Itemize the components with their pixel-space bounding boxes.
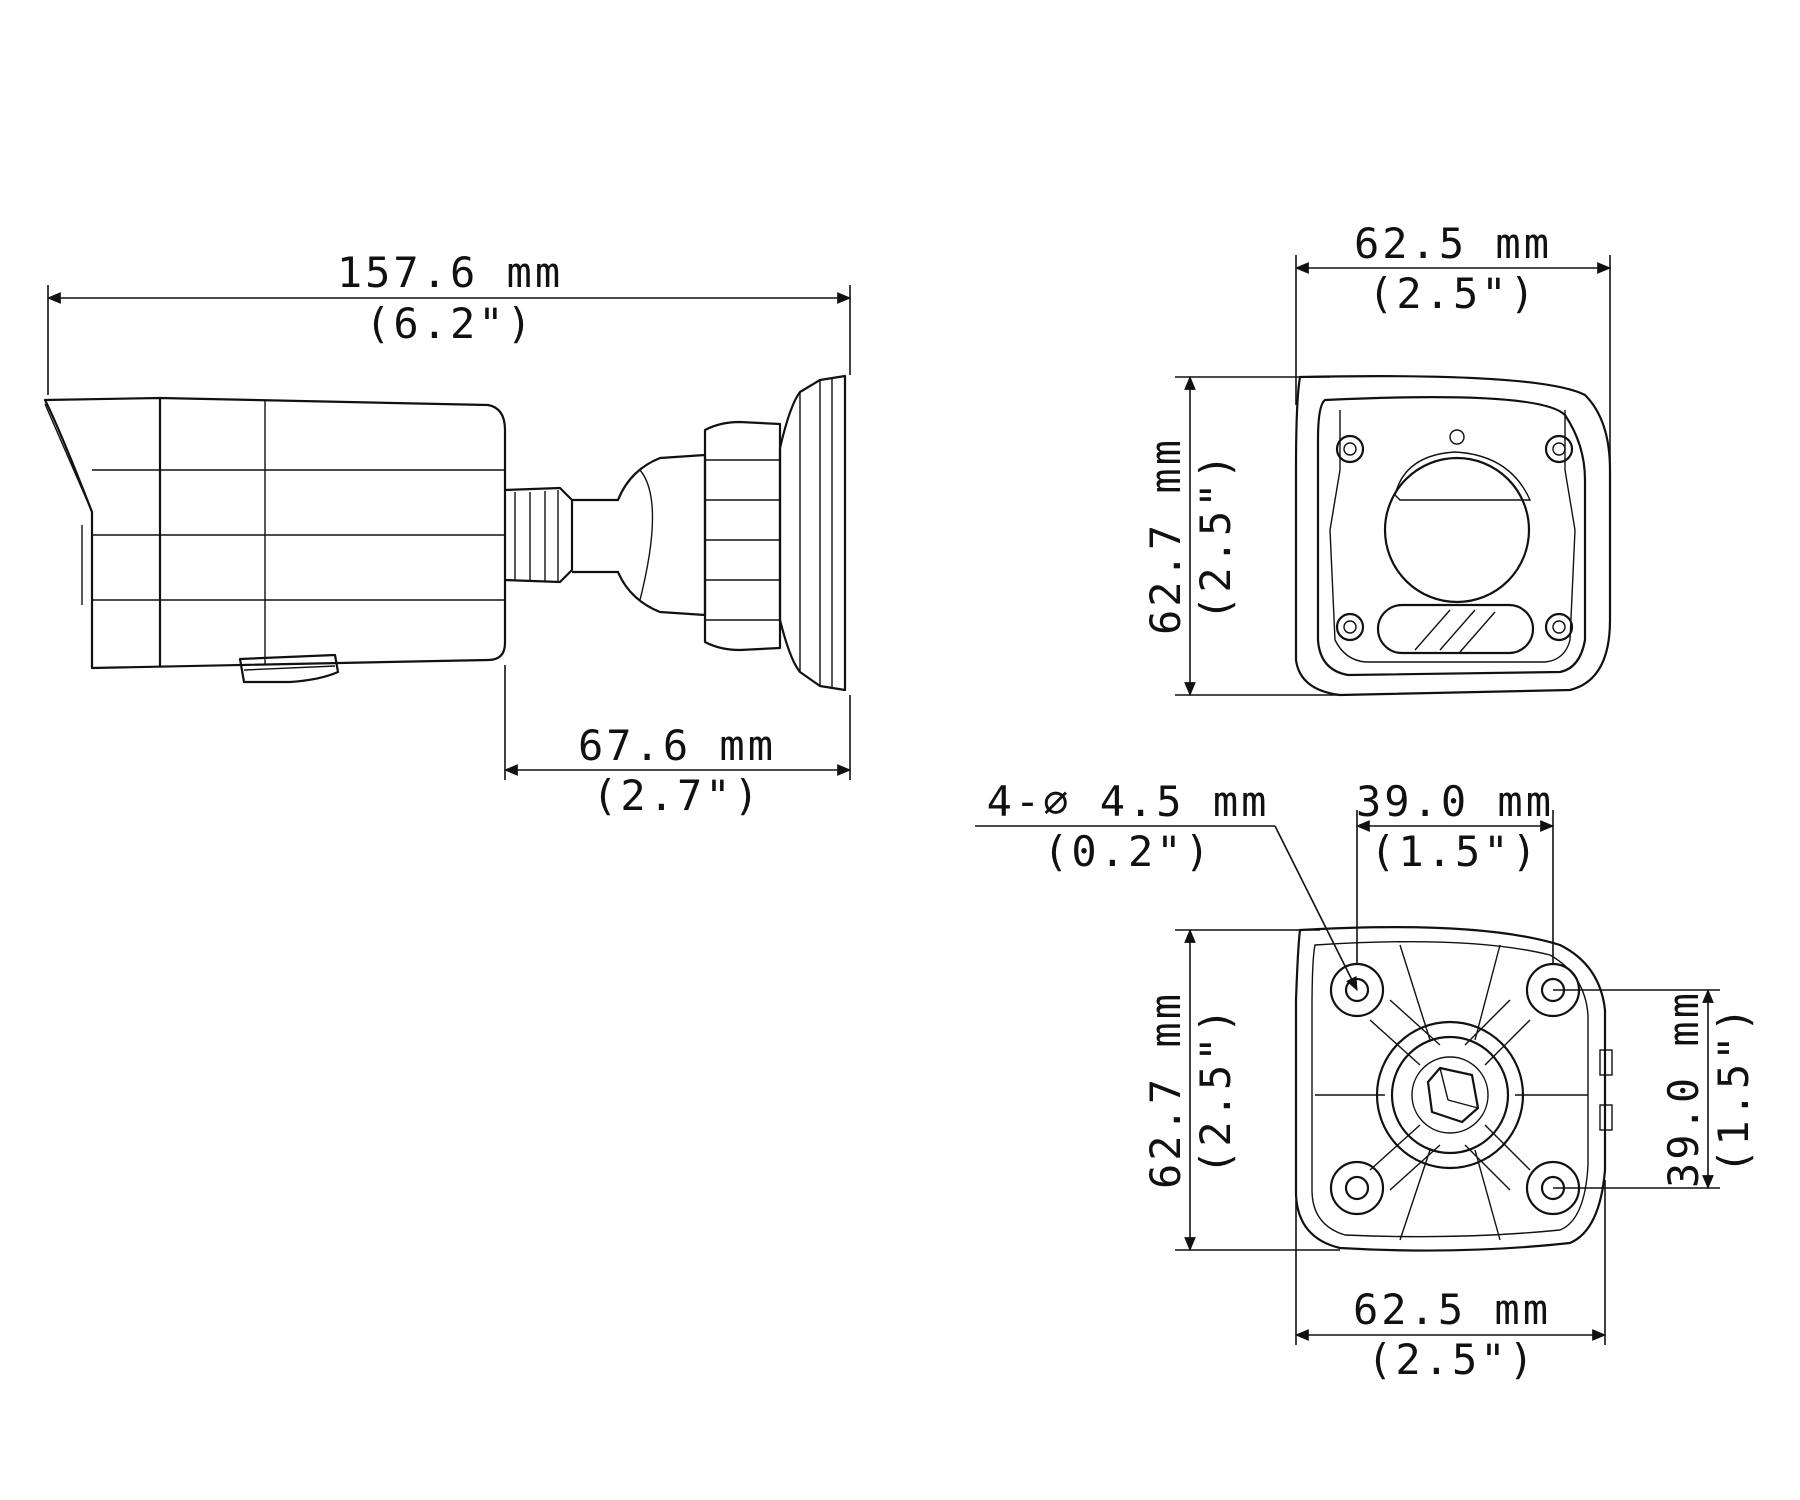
front-width-dimension: 62.5 mm (2.5"): [1294, 219, 1612, 460]
front-height-inch-label: (2.5"): [1191, 451, 1240, 621]
base-width-dimension: 62.5 mm (2.5"): [1294, 1180, 1607, 1384]
hole-spacing-vertical-dimension: 39.0 mm (1.5"): [1553, 988, 1758, 1190]
base-height-dimension: 62.7 mm (2.5"): [1141, 928, 1340, 1252]
base-width-mm-label: 62.5 mm: [1353, 1285, 1551, 1334]
base-height-inch-label: (2.5"): [1191, 1005, 1240, 1175]
mount-depth-inch-label: (2.7"): [592, 771, 762, 820]
base-width-inch-label: (2.5"): [1367, 1335, 1537, 1384]
overall-length-mm-label: 157.6 mm: [337, 248, 563, 297]
hole-spacing-horizontal-dimension: 39.0 mm (1.5"): [1355, 777, 1555, 965]
mount-base-outline: [1294, 926, 1613, 1252]
front-height-mm-label: 62.7 mm: [1141, 437, 1190, 635]
mount-neck-outline: [504, 453, 707, 617]
mount-depth-mm-label: 67.6 mm: [578, 721, 776, 770]
hole-spacing-horizontal-mm-label: 39.0 mm: [1356, 777, 1554, 826]
front-width-inch-label: (2.5"): [1368, 269, 1538, 318]
hole-spec-mm-label: 4-⌀ 4.5 mm: [987, 777, 1270, 826]
overall-length-dimension: 157.6 mm (6.2"): [46, 248, 852, 395]
base-height-mm-label: 62.7 mm: [1141, 991, 1190, 1189]
mount-depth-dimension: 67.6 mm (2.7"): [503, 665, 852, 820]
hole-spacing-vertical-mm-label: 39.0 mm: [1659, 990, 1708, 1188]
front-view: 62.5 mm (2.5") 62.7 mm (2.5"): [1141, 219, 1612, 697]
hole-spacing-vertical-inch-label: (1.5"): [1709, 1004, 1758, 1174]
hole-spec-inch-label: (0.2"): [1043, 827, 1213, 876]
camera-front-outline: [1294, 375, 1612, 697]
front-height-dimension: 62.7 mm (2.5"): [1141, 375, 1340, 697]
hole-spacing-horizontal-inch-label: (1.5"): [1370, 827, 1540, 876]
mount-base-view: 4-⌀ 4.5 mm (0.2") 39.0 mm (1.5") 39.0 mm…: [975, 777, 1758, 1384]
overall-length-inch-label: (6.2"): [365, 299, 535, 348]
wall-plate-outline: [778, 374, 847, 692]
hole-callout: 4-⌀ 4.5 mm (0.2"): [975, 777, 1358, 992]
mount-nut-outline: [703, 420, 782, 652]
camera-housing-outline: [43, 396, 507, 684]
side-view: 157.6 mm (6.2") 67.6 mm (2.7"): [43, 248, 852, 820]
front-width-mm-label: 62.5 mm: [1354, 219, 1552, 268]
